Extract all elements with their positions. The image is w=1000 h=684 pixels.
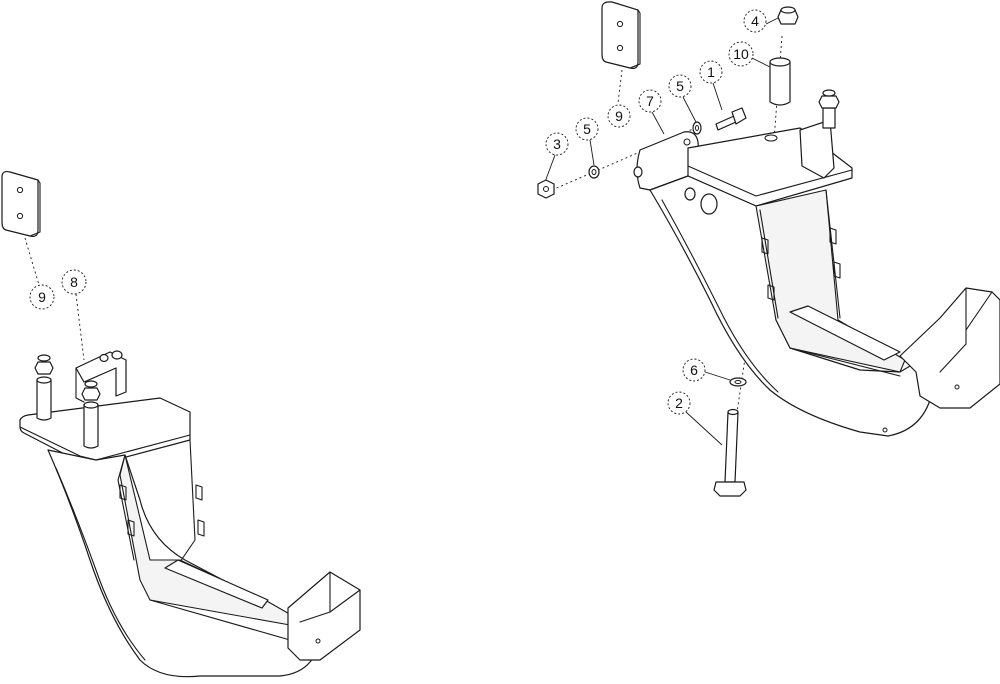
right-callout-5b: 5 xyxy=(575,117,599,141)
right-spacer-tube xyxy=(769,57,791,106)
right-pivot-bolt xyxy=(715,107,747,131)
right-leader-9 xyxy=(617,69,623,104)
right-callout-9-label: 9 xyxy=(615,108,623,124)
left-callout-9: 9 xyxy=(29,284,55,310)
right-callout-3-label: 3 xyxy=(553,136,561,152)
left-step-bracket-assembly: 9 8 xyxy=(1,170,361,678)
left-callout-8: 8 xyxy=(61,269,87,295)
right-spacer-plate xyxy=(601,1,641,69)
left-clip-bracket xyxy=(75,350,127,403)
right-axis-pivot xyxy=(551,125,701,191)
right-leader-5b xyxy=(589,139,595,166)
right-callout-7-label: 7 xyxy=(646,93,654,109)
right-callout-2: 2 xyxy=(667,391,691,415)
left-leader-9 xyxy=(24,237,40,286)
right-callout-5a-label: 5 xyxy=(676,78,684,94)
right-callout-5a: 5 xyxy=(668,74,692,98)
left-stud-rear xyxy=(81,380,101,449)
right-callout-4: 4 xyxy=(743,9,767,33)
right-callout-10: 10 xyxy=(728,41,754,67)
left-stud-front xyxy=(34,354,54,421)
right-callout-10-label: 10 xyxy=(733,46,749,62)
right-lock-nut xyxy=(537,179,555,199)
left-callout-9-label: 9 xyxy=(38,289,46,305)
right-callout-6: 6 xyxy=(682,358,706,382)
right-leader-6 xyxy=(704,371,731,381)
right-callout-2-label: 2 xyxy=(675,395,683,411)
left-spacer-plate xyxy=(1,170,41,237)
right-leader-3 xyxy=(544,154,556,183)
right-long-bolt xyxy=(713,408,747,497)
right-leader-10 xyxy=(751,57,773,69)
right-leader-2 xyxy=(685,411,723,446)
left-leader-8 xyxy=(75,293,85,361)
right-leader-1 xyxy=(712,82,723,111)
left-callout-8-label: 8 xyxy=(70,274,78,290)
right-leader-7 xyxy=(651,111,665,135)
right-callout-9: 9 xyxy=(607,104,631,128)
right-callout-6-label: 6 xyxy=(690,362,698,378)
left-step-bracket xyxy=(19,397,361,678)
right-callout-3: 3 xyxy=(545,132,569,156)
right-axis-stud xyxy=(773,35,783,141)
right-callout-7: 7 xyxy=(638,89,662,113)
right-step-bracket xyxy=(633,89,1000,437)
right-callout-1-label: 1 xyxy=(707,64,715,80)
right-callout-1: 1 xyxy=(699,60,723,84)
right-callout-5b-label: 5 xyxy=(583,121,591,137)
right-leader-5a xyxy=(682,96,698,125)
right-step-bracket-assembly: 4 10 1 5 7 9 5 3 xyxy=(537,1,1000,497)
right-callout-4-label: 4 xyxy=(751,13,759,29)
right-cap-nut xyxy=(777,6,799,25)
